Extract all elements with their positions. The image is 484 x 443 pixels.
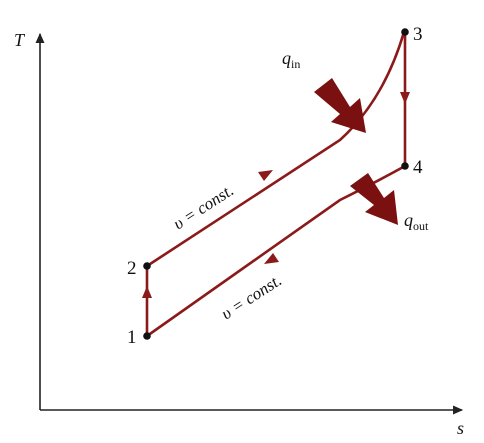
- state-point-2: [143, 262, 151, 270]
- state-label-4: 4: [413, 157, 423, 178]
- heat-out-label: qout: [404, 210, 429, 233]
- heat-in-arrow-icon: [314, 78, 366, 133]
- state-point-4: [401, 162, 409, 170]
- state-label-3: 3: [413, 24, 423, 45]
- state-point-1: [143, 332, 151, 340]
- process-2-3: [146, 31, 406, 268]
- y-axis-label: T: [14, 30, 26, 50]
- direction-arrow-4-1: [264, 253, 279, 264]
- direction-arrow-2-3: [258, 170, 273, 181]
- direction-arrow-1-2: [142, 286, 152, 298]
- x-axis-label: s: [457, 418, 464, 438]
- state-point-3: [401, 28, 409, 36]
- direction-arrow-3-4: [400, 92, 410, 104]
- state-label-1: 1: [127, 327, 137, 348]
- state-label-2: 2: [127, 258, 137, 279]
- heat-in-label: qin: [282, 48, 300, 71]
- upper-curve-label: υ = const.: [170, 180, 237, 233]
- heat-out-arrow-icon: [350, 173, 398, 225]
